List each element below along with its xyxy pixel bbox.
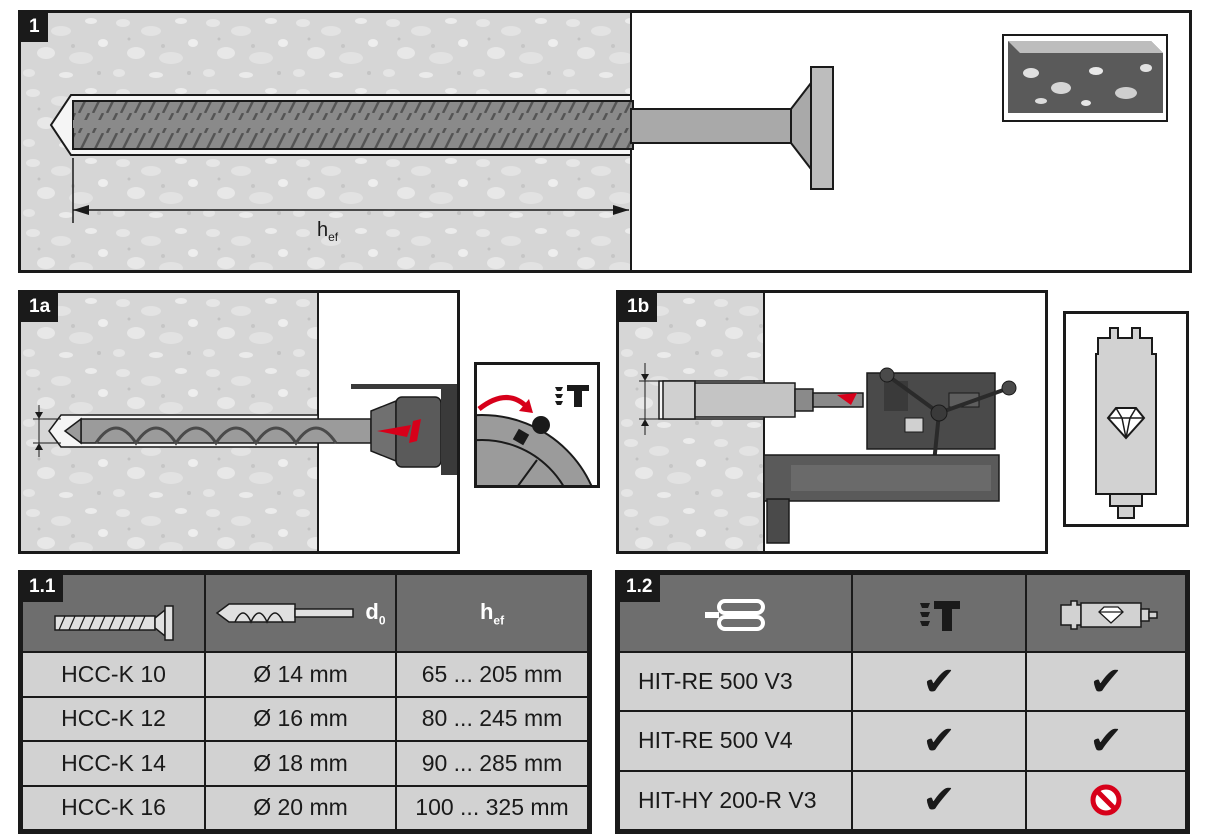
diamond-core-cell: ✔ — [1025, 710, 1187, 772]
prohibited-icon — [1090, 784, 1122, 816]
mortar-cell: HIT-RE 500 V4 — [618, 710, 853, 772]
panel-1: 1 hef — [18, 10, 1192, 273]
hef-cell: 80 ... 245 mm — [395, 695, 589, 742]
header-hef-cell: hef — [395, 573, 589, 653]
anchor-rod-icon — [53, 605, 174, 641]
concrete-block — [619, 293, 764, 551]
anchor-cell: HCC-K 12 — [21, 695, 206, 742]
diamond-core-drilling-illustration — [619, 293, 1017, 551]
mortar-cartridge-icon — [704, 599, 765, 631]
drill-bit-icon — [216, 603, 355, 624]
panel-1a: 1a — [18, 290, 460, 554]
hammer-drill-mode-icon — [555, 385, 589, 407]
table-anchor-dimensions: 1.1 d0 hef — [18, 570, 592, 834]
table-row: HIT-RE 500 V3 ✔ ✔ — [618, 650, 1187, 713]
d0-cell: Ø 16 mm — [204, 695, 397, 742]
hef-cell: 100 ... 325 mm — [395, 784, 589, 831]
anchor-in-concrete-illustration: hef — [21, 13, 1168, 270]
d0-label: d0 — [365, 598, 386, 628]
rotation-arrow-icon — [837, 393, 857, 405]
hammer-drill-cell: ✔ — [851, 710, 1027, 772]
check-icon: ✔ — [922, 658, 956, 705]
hammer-mode-inset — [474, 362, 600, 488]
diamond-core-cell — [1025, 769, 1187, 832]
panel-tag: 1 — [21, 13, 48, 42]
position-dot-icon — [532, 416, 550, 434]
core-bit-crown — [662, 380, 696, 420]
anchor-shank — [630, 108, 792, 144]
table-tag: 1.2 — [618, 573, 661, 602]
table-row: HCC-K 16 Ø 20 mm 100 ... 325 mm — [21, 784, 589, 831]
panel-tag: 1a — [21, 293, 59, 322]
table-tag: 1.1 — [21, 573, 64, 602]
table-row: HIT-HY 200-R V3 ✔ — [618, 769, 1187, 832]
hef-header-label: hef — [479, 599, 505, 628]
core-bit-barrel — [694, 382, 796, 418]
table-mortar-compatibility: 1.2 — [615, 570, 1190, 834]
mortar-cell: HIT-HY 200-R V3 — [618, 769, 853, 832]
anchor-cell: HCC-K 16 — [21, 784, 206, 831]
anchor-head — [810, 66, 834, 190]
table-row: HCC-K 10 Ø 14 mm 65 ... 205 mm — [21, 651, 589, 698]
panel-tag: 1b — [619, 293, 658, 322]
table-row: HCC-K 14 Ø 18 mm 90 ... 285 mm — [21, 740, 589, 787]
hef-label: hef — [317, 219, 339, 244]
hammer-drill-cell: ✔ — [851, 650, 1027, 713]
check-icon: ✔ — [922, 777, 956, 824]
hammer-drill-mode-icon — [920, 601, 960, 631]
hef-cell: 65 ... 205 mm — [395, 651, 589, 698]
diamond-core-cell: ✔ — [1025, 650, 1187, 713]
d0-cell: Ø 18 mm — [204, 740, 397, 787]
anchor-cell: HCC-K 14 — [21, 740, 206, 787]
anchor-cell: HCC-K 10 — [21, 651, 206, 698]
selector-arrow-icon — [477, 395, 529, 412]
diamond-core-bit-icon — [1060, 600, 1158, 630]
d0-cell: Ø 14 mm — [204, 651, 397, 698]
panel-1b: 1b — [616, 290, 1048, 554]
hammer-drilling-illustration — [21, 293, 457, 551]
check-icon: ✔ — [1089, 717, 1123, 764]
d0-cell: Ø 20 mm — [204, 784, 397, 831]
hef-cell: 90 ... 285 mm — [395, 740, 589, 787]
diamond-core-bit-icon — [1095, 327, 1157, 519]
concrete-sample-inset — [1002, 34, 1168, 122]
diamond-core-bit-inset — [1063, 311, 1189, 527]
header-diamond-core-cell — [1025, 573, 1187, 653]
check-icon: ✔ — [1089, 658, 1123, 705]
table-row: HCC-K 12 Ø 16 mm 80 ... 245 mm — [21, 695, 589, 742]
mortar-cell: HIT-RE 500 V3 — [618, 650, 853, 713]
hammer-drill-cell: ✔ — [851, 769, 1027, 832]
check-icon: ✔ — [922, 717, 956, 764]
rotation-arrow-icon — [377, 425, 411, 437]
header-hammer-drill-cell — [851, 573, 1027, 653]
table-row: HIT-RE 500 V4 ✔ ✔ — [618, 710, 1187, 772]
header-drill-diameter-cell: d0 — [204, 573, 397, 653]
